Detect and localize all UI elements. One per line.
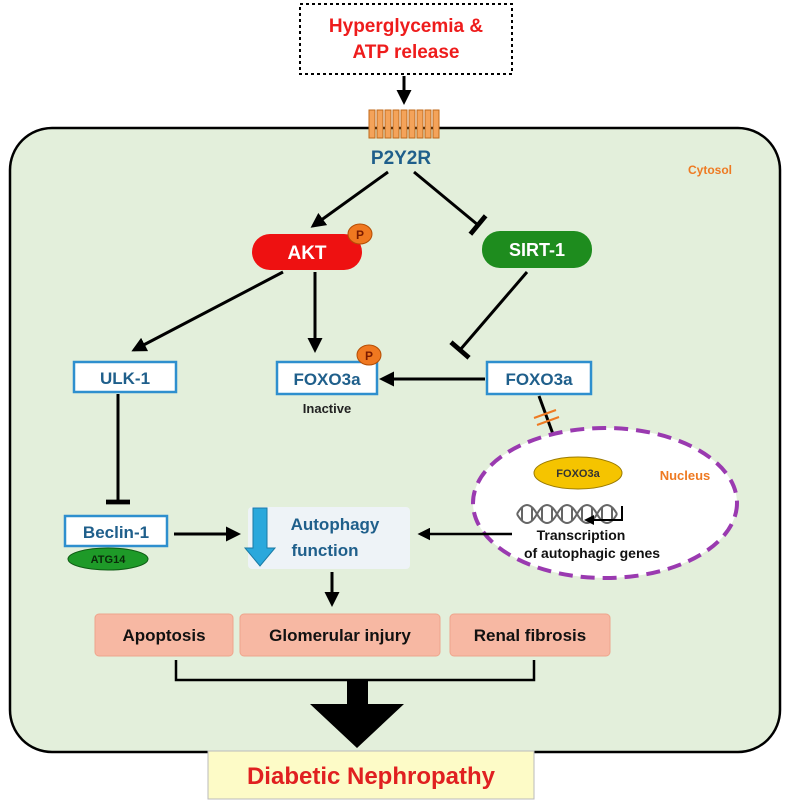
receptor-icon [368,109,440,139]
autophagy-down-arrow-icon [243,507,277,567]
inhibit-receptor-sirt1 [413,170,488,236]
foxo3a-phos-node [275,360,379,396]
foxo3a-label: FOXO3a [505,370,573,389]
foxo3a-phospho-badge [356,344,382,366]
outcome-glomerular-injury-box [239,613,441,657]
receptor-label: P2Y2R [371,148,431,169]
cytosol-label: Cytosol [688,163,732,177]
akt-label: AKT [287,243,326,264]
autophagy-node [248,507,410,569]
outcome-apoptosis-label: Apoptosis [122,626,205,645]
sirt1-label: SIRT-1 [509,240,565,260]
result-box [207,750,535,800]
akt-phospho-label: P [356,228,364,242]
break-mark-1 [533,409,557,419]
outcome-glomerular-injury: Glomerular injury [239,613,441,657]
nucleus-foxo3a-label: FOXO3a [556,468,600,480]
nucleus-foxo3a-node [533,456,623,490]
sirt1-node [482,231,592,268]
akt-node [252,234,362,270]
break-mark-2 [536,416,560,426]
autophagy-label-line1: Autophagy [291,515,380,534]
trigger-text-line1: Hyperglycemia & [329,16,483,37]
outcome-renal-fibrosis-box [449,613,611,657]
arrow-receptor-akt [310,170,389,228]
outcome-apoptosis-box [94,613,234,657]
foxo3a-state-label: Inactive [303,401,351,416]
foxo3a-phos-label: FOXO3a [293,370,361,389]
foxo3a-phospho-label: P [365,349,373,363]
atg14-node [67,547,149,571]
trigger-box [299,3,513,75]
transcription-line2: of autophagic genes [524,545,660,561]
nucleus-label: Nucleus [660,468,711,483]
akt-phospho-badge [347,223,373,245]
outcome-apoptosis: Apoptosis [94,613,234,657]
inhibit-sirt1-foxo3a [449,271,529,360]
beclin1-label: Beclin-1 [83,523,149,542]
arrow-akt-ulk1 [131,270,284,352]
transcription-line1: Transcription [537,527,626,543]
atg14-label: ATG14 [91,554,127,566]
dna-helix-icon [516,504,618,524]
outcome-glomerular-injury-label: Glomerular injury [269,626,411,645]
trigger-text-line2: ATP release [352,42,459,63]
transcription-arrow [584,506,623,525]
beclin1-node [63,514,169,548]
ulk1-node [72,360,178,394]
autophagy-label-line2: function [291,541,358,560]
ulk1-label: ULK-1 [100,369,150,388]
result-label: Diabetic Nephropathy [247,763,496,790]
foxo3a-node [485,360,593,396]
big-down-arrow [310,680,404,748]
outcome-renal-fibrosis: Renal fibrosis [449,613,611,657]
outcome-renal-fibrosis-label: Renal fibrosis [474,626,586,645]
